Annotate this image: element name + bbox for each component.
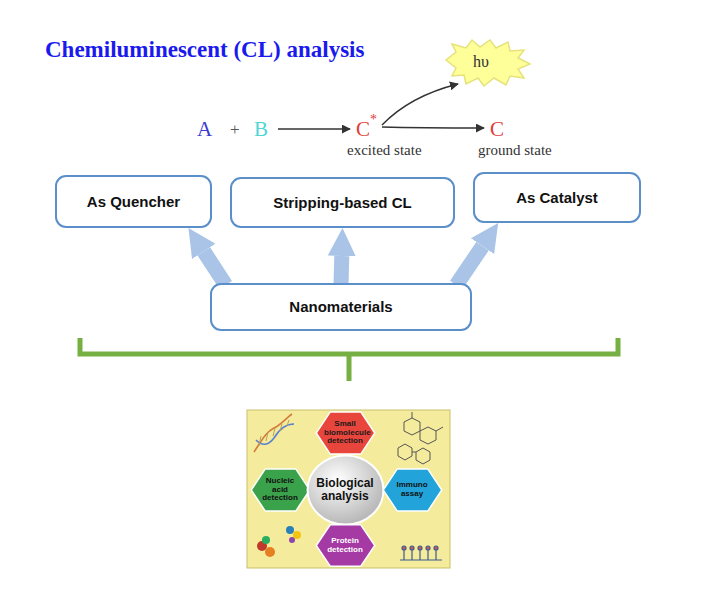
helix-rung	[280, 424, 282, 431]
product-excited: C	[356, 119, 370, 140]
circle-fill	[307, 455, 383, 524]
reactant-b: B	[254, 119, 268, 140]
block-arrow	[456, 246, 482, 285]
product-ground: C	[490, 119, 504, 140]
assay-pin	[403, 550, 404, 560]
node-text: Protein detection	[324, 537, 366, 554]
assay-pin	[427, 550, 428, 560]
node-text: As Quencher	[87, 193, 180, 211]
title: Chemiluminescent (CL) analysis	[45, 38, 364, 61]
assay-dot	[434, 546, 438, 550]
helix-rung	[266, 432, 268, 441]
node-text: Small biomolecule detection	[324, 420, 366, 446]
node-text: Nanomaterials	[289, 298, 392, 316]
node-text: As Catalyst	[516, 189, 598, 207]
plus-sign: +	[230, 121, 240, 138]
assay-pin	[419, 550, 420, 560]
node-text: Nucleic acid detection	[259, 477, 301, 503]
reaction-arrow	[278, 128, 350, 130]
photon-label: hυ	[473, 54, 489, 70]
node-text: Immuno assay	[391, 481, 433, 498]
topic-hexagon: Nucleic acid detection	[250, 468, 311, 512]
role-box: Stripping-based CL	[230, 177, 455, 228]
assay-sketch	[400, 546, 442, 560]
light-burst	[446, 40, 530, 86]
node-text: Stripping-based CL	[273, 194, 411, 212]
topic-hexagon: Immuno assay	[382, 468, 443, 512]
assay-pin	[435, 550, 436, 560]
helix-rung	[287, 420, 289, 426]
hexagon-fill	[383, 469, 442, 511]
reactant-a: A	[197, 119, 212, 140]
assay-dot	[418, 546, 422, 550]
protein-sketch	[257, 526, 301, 557]
reaction-arrow	[382, 127, 484, 128]
block-arrow	[204, 251, 226, 285]
source-box: Nanomaterials	[210, 283, 472, 331]
block-arrow	[334, 256, 350, 285]
dna-helix	[254, 414, 294, 452]
topic-hexagon: Small biomolecule detection	[315, 411, 376, 455]
hexagon-fill	[316, 525, 375, 566]
role-box: As Catalyst	[473, 172, 641, 223]
center-circle: Biological analysis	[306, 454, 385, 526]
role-box: As Quencher	[55, 175, 212, 228]
molecule-sketch	[398, 412, 443, 464]
state-label: ground state	[478, 143, 552, 158]
state-label: excited state	[347, 143, 422, 158]
picture-ground	[247, 410, 450, 568]
bracket	[80, 338, 618, 381]
assay-pin	[411, 550, 412, 560]
node-text: Biological analysis	[316, 477, 374, 503]
hexagon-fill	[316, 412, 375, 454]
assay-dot	[410, 546, 414, 550]
assay-dot	[426, 546, 430, 550]
helix-rung	[259, 436, 261, 446]
helix-rung	[273, 428, 275, 436]
topic-hexagon: Protein detection	[315, 524, 376, 567]
hexagon-fill	[251, 469, 310, 511]
assay-dot	[402, 546, 406, 550]
emission-arrow	[382, 84, 458, 125]
excited-mark: *	[370, 113, 377, 127]
